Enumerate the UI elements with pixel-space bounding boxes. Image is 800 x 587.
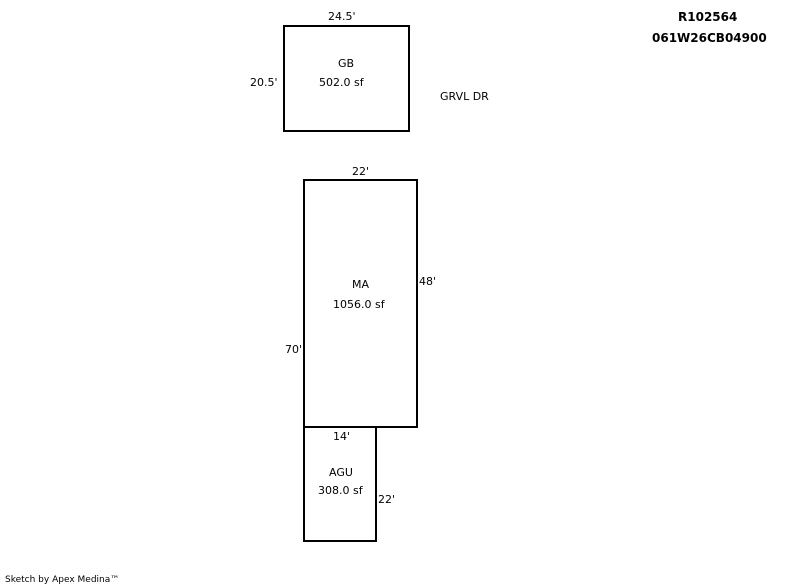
- driveway-label: GRVL DR: [440, 90, 489, 103]
- ma-right-label: 48': [419, 275, 437, 288]
- agu-name-label: AGU: [329, 466, 353, 479]
- parcel-id: 061W26CB04900: [652, 31, 767, 45]
- ma-top-label: 22': [352, 165, 370, 178]
- gb-name-label: GB: [338, 57, 355, 70]
- agu-area-label: 308.0 sf: [318, 484, 363, 497]
- gb-area-label: 502.0 sf: [319, 76, 364, 89]
- gb-area-box: [283, 25, 410, 132]
- agu-top-label: 14': [333, 430, 351, 443]
- record-id: R102564: [678, 10, 738, 24]
- gb-width-label: 24.5': [328, 10, 356, 23]
- sketch-credit: Sketch by Apex Medina™: [5, 575, 120, 585]
- ma-area-label: 1056.0 sf: [333, 298, 385, 311]
- ma-left-label: 70': [285, 343, 303, 356]
- agu-area-box: [303, 426, 377, 542]
- gb-height-label: 20.5': [250, 76, 278, 89]
- ma-name-label: MA: [352, 278, 370, 291]
- agu-right-label: 22': [378, 493, 396, 506]
